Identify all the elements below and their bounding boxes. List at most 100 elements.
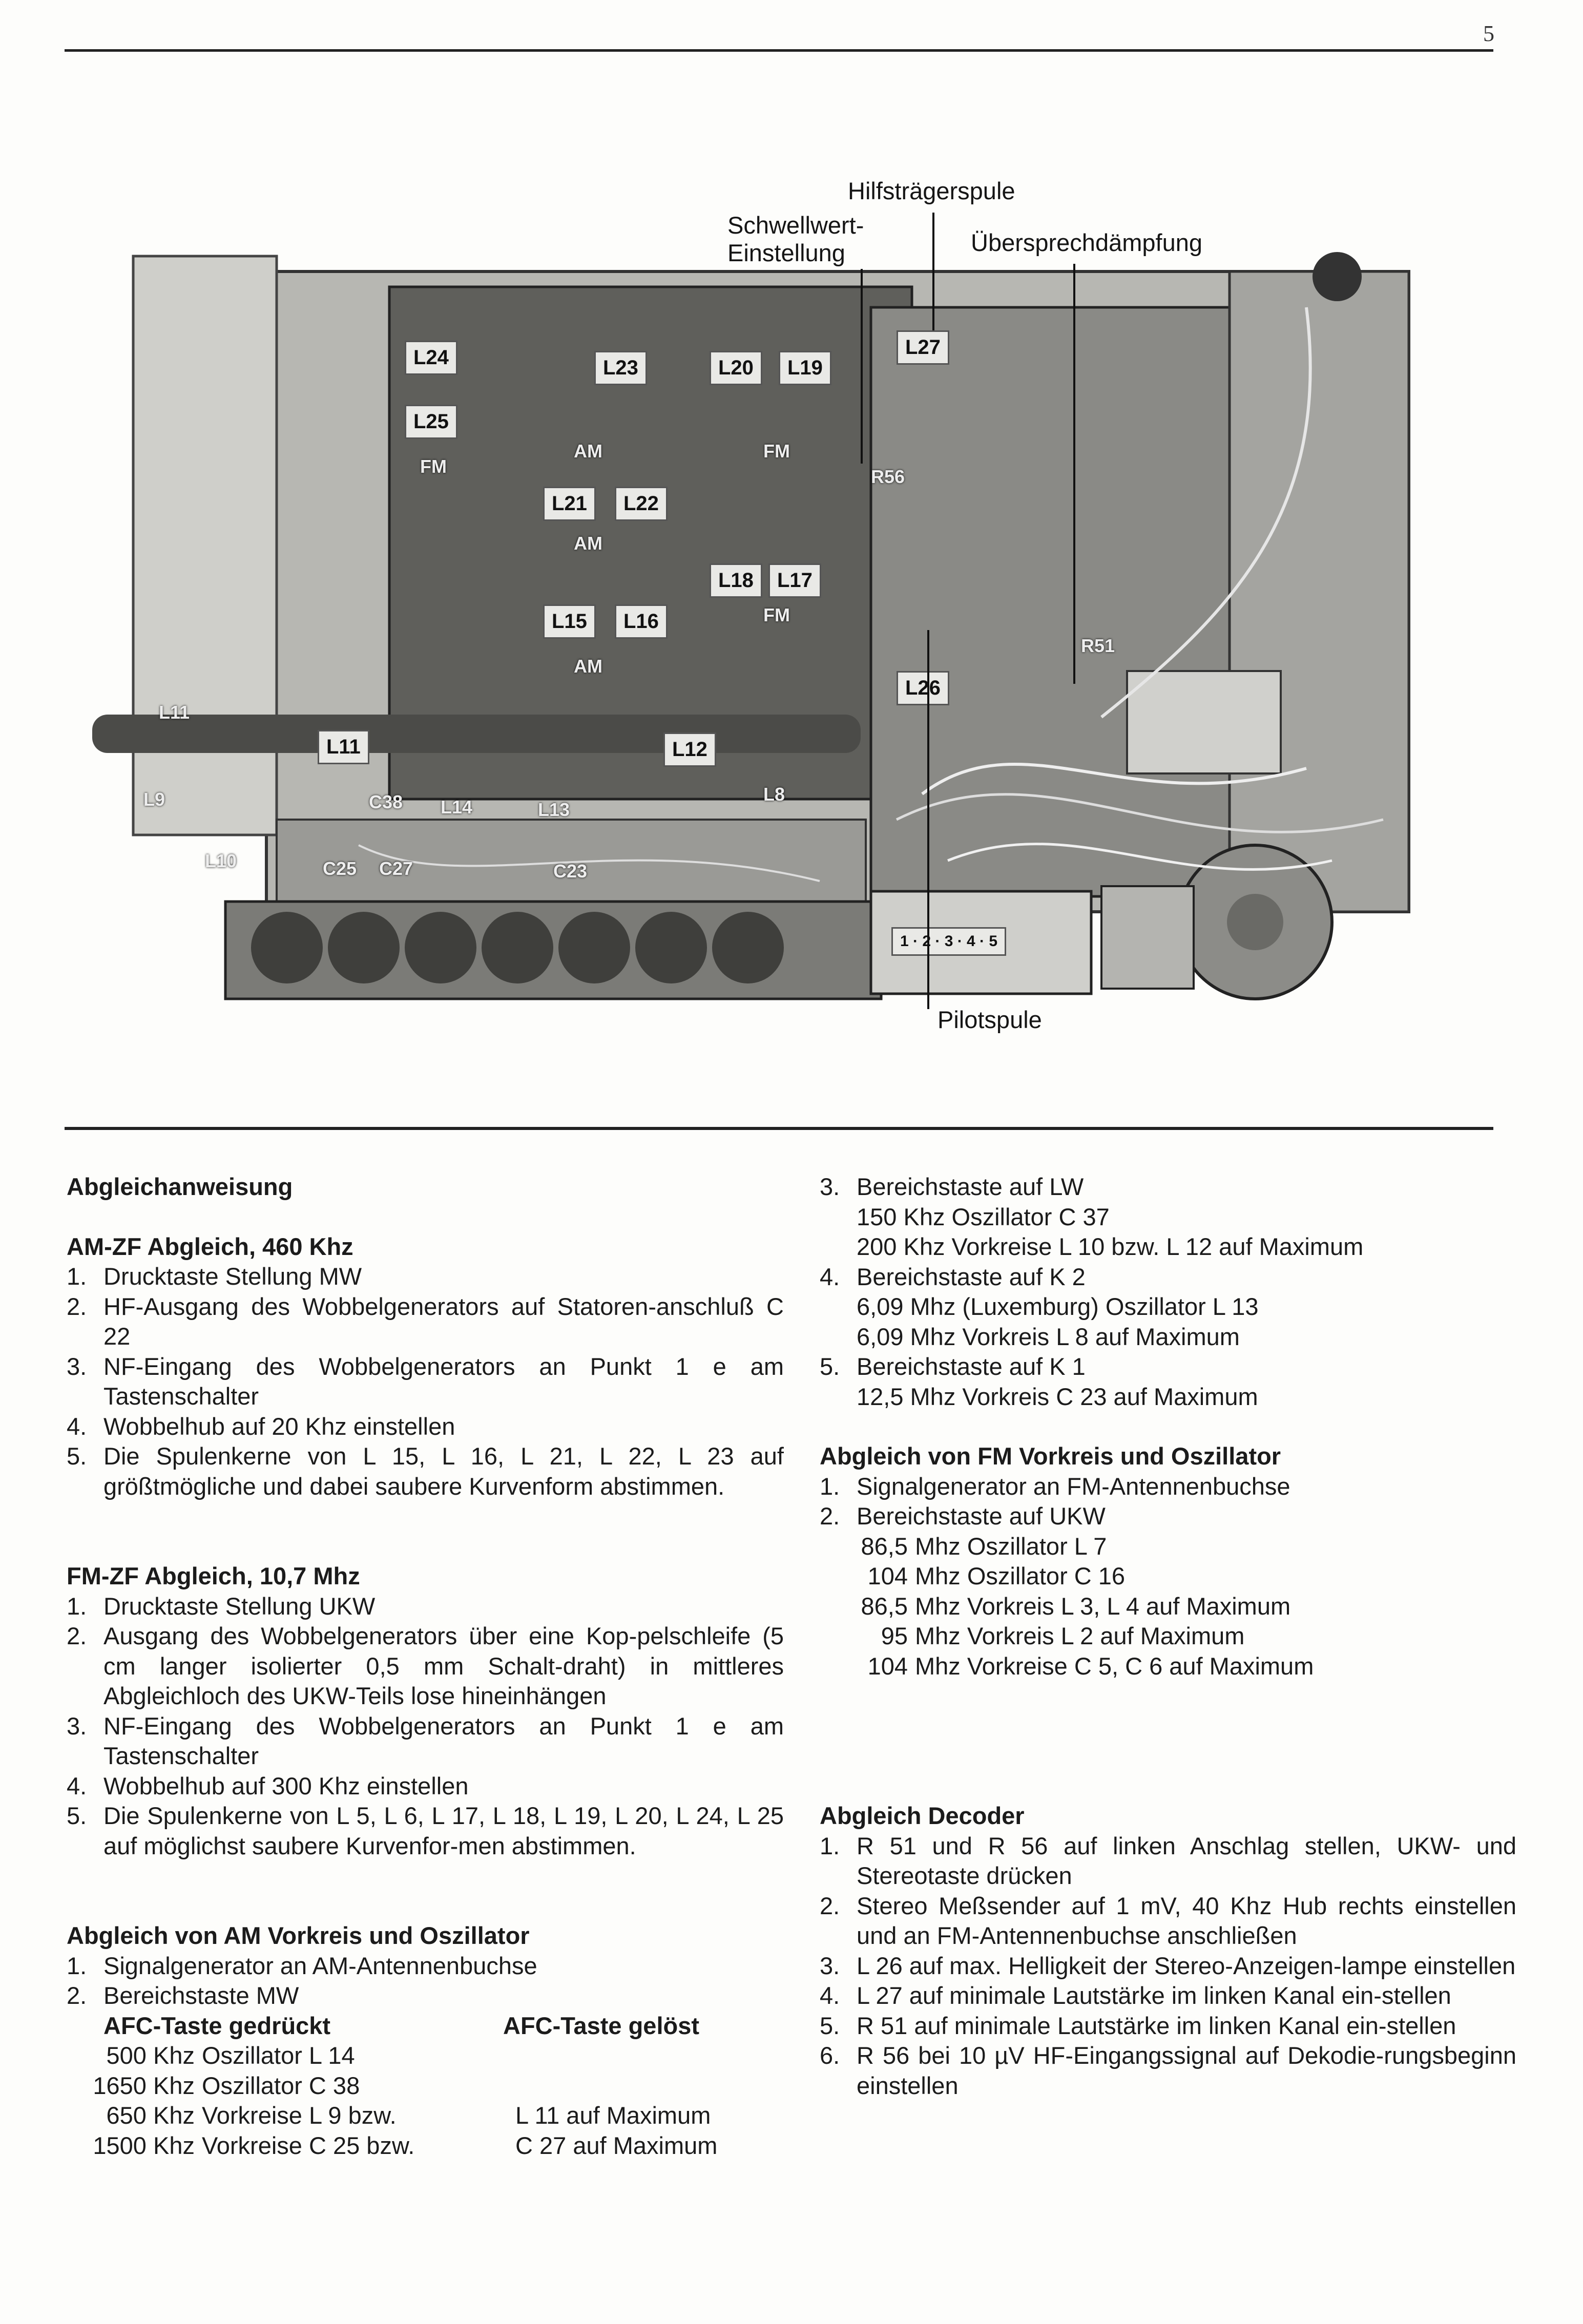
frequency: 650 Khz xyxy=(106,2102,195,2129)
list-item: 2. Bereichstaste MW xyxy=(67,1981,784,2011)
item-number: 3. xyxy=(67,1352,87,1380)
coil-label: L11 xyxy=(318,730,369,764)
list-item: 3.L 26 auf max. Helligkeit der Stereo-An… xyxy=(820,1951,1516,1981)
table-row: 104 Mhz Oszillator C 16 xyxy=(820,1561,1516,1592)
list-item: 5.Bereichstaste auf K 1 xyxy=(820,1352,1516,1382)
afc-header: AFC-Taste gedrückt AFC-Taste gelöst xyxy=(67,2011,784,2041)
callout-pilotspule: Pilotspule xyxy=(938,1006,1042,1033)
list-item: 1.R 51 und R 56 auf linken Anschlag stel… xyxy=(820,1831,1516,1891)
setting-alt: C 27 auf Maximum xyxy=(515,2131,718,2159)
item-text: L 26 auf max. Helligkeit der Stereo-Anze… xyxy=(857,1952,1516,1979)
item-text: L 27 auf minimale Lautstärke im linken K… xyxy=(857,1982,1451,2009)
sub-line: 150 Khz Oszillator C 37 xyxy=(857,1203,1110,1230)
board-mark: AM xyxy=(574,533,602,554)
chassis-photo: L24 L25 L23 L20 L19 L21 L22 L18 L17 L15 … xyxy=(51,154,1465,1014)
list-item: 2. Bereichstaste auf UKW xyxy=(820,1501,1516,1532)
item-text: R 51 auf minimale Lautstärke im linken K… xyxy=(857,2012,1456,2039)
item-number: 5. xyxy=(820,2012,840,2039)
item-text: Bereichstaste MW xyxy=(103,1982,299,2009)
frequency: 500 Khz xyxy=(106,2042,195,2069)
item-text: R 56 bei 10 µV HF-Eingangssignal auf Dek… xyxy=(857,2042,1516,2099)
item-number: 2. xyxy=(67,1982,87,2009)
list-item: 4. L 27 auf minimale Lautstärke im linken… xyxy=(820,1981,1516,2011)
am-zf-heading: AM-ZF Abgleich, 460 Khz xyxy=(67,1232,353,1260)
setting: Oszillator C 38 xyxy=(202,2071,360,2099)
frequency: 86,5 xyxy=(861,1532,908,1560)
list-item: 2.Ausgang des Wobbelgenerators über eine… xyxy=(67,1621,784,1711)
item-text: Drucktaste Stellung MW xyxy=(103,1263,362,1290)
section-title: Abgleichanweisung xyxy=(67,1173,293,1200)
item-text: Bereichstaste auf K 1 xyxy=(857,1353,1086,1380)
coil-label: L27 xyxy=(897,330,949,365)
list-item: 1.Drucktaste Stellung UKW xyxy=(67,1592,784,1622)
decoder-heading: Abgleich Decoder xyxy=(820,1802,1025,1829)
coil-label: L20 xyxy=(710,351,762,385)
item-number: 6. xyxy=(820,2042,840,2069)
leader-line-hilfstraeger xyxy=(932,213,934,330)
frequency: 86,5 xyxy=(861,1592,908,1620)
coil-label: L18 xyxy=(710,563,762,598)
leader-line-schwellwert xyxy=(861,269,863,464)
coil-label: L16 xyxy=(615,604,668,639)
list-item: 5. R 51 auf minimale Lautstärke im linken… xyxy=(820,2011,1516,2041)
item-text: Stereo Meßsender auf 1 mV, 40 Khz Hub re… xyxy=(857,1892,1516,1950)
setting: Mhz Vorkreis L 3, L 4 auf Maximum xyxy=(915,1592,1291,1620)
leader-line-uebersprech xyxy=(1073,264,1075,684)
sub-line: 12,5 Mhz Vorkreis C 23 auf Maximum xyxy=(857,1383,1258,1410)
afc-released-label: AFC-Taste gelöst xyxy=(503,2012,699,2039)
item-number: 1. xyxy=(67,1263,87,1290)
item-number: 2. xyxy=(820,1892,840,1919)
top-rule xyxy=(65,49,1493,52)
item-text: Bereichstaste auf K 2 xyxy=(857,1263,1086,1290)
coil-label: L13 xyxy=(538,799,570,820)
coil-label: C25 xyxy=(323,858,357,879)
item-number: 1. xyxy=(820,1832,840,1859)
sub-line: 200 Khz Vorkreise L 10 bzw. L 12 auf Max… xyxy=(857,1233,1364,1260)
item-text: Signalgenerator an FM-Antennenbuchse xyxy=(857,1472,1290,1500)
item-text: Signalgenerator an AM-Antennenbuchse xyxy=(103,1952,537,1979)
item-text: NF-Eingang des Wobbelgenerators an Punkt… xyxy=(103,1712,784,1770)
item-number: 3. xyxy=(820,1173,840,1200)
item-number: 2. xyxy=(820,1502,840,1530)
item-text: Wobbelhub auf 20 Khz einstellen xyxy=(103,1412,455,1440)
callout-hilfstraegerspule: Hilfsträgerspule xyxy=(848,177,1015,204)
frequency: 104 xyxy=(867,1652,908,1680)
coil-label: L21 xyxy=(543,487,596,521)
am-vorkreis-heading: Abgleich von AM Vorkreis und Oszillator xyxy=(67,1922,530,1949)
item-number: 1. xyxy=(67,1952,87,1979)
fm-zf-heading: FM-ZF Abgleich, 10,7 Mhz xyxy=(67,1562,360,1589)
scale-window: 1 · 2 · 3 · 4 · 5 xyxy=(891,927,1007,956)
item-text: Bereichstaste auf UKW xyxy=(857,1502,1106,1530)
callout-schwellwert-line2: Einstellung xyxy=(727,239,845,266)
item-text: Drucktaste Stellung UKW xyxy=(103,1592,376,1620)
list-item: 1. Drucktaste Stellung MW xyxy=(67,1262,784,1292)
list-item: 3. NF-Eingang des Wobbelgenerators an Pun… xyxy=(67,1352,784,1412)
item-number: 5. xyxy=(67,1442,87,1470)
coil-label: L23 xyxy=(594,351,647,385)
setting: Vorkreise C 25 bzw. xyxy=(202,2131,415,2159)
coil-label: L10 xyxy=(205,850,237,871)
list-item: 1.Signalgenerator an FM-Antennenbuchse xyxy=(820,1472,1516,1502)
sub-line: 6,09 Mhz (Luxemburg) Oszillator L 13 xyxy=(857,1293,1259,1320)
item-text: NF-Eingang des Wobbelgenerators an Punkt… xyxy=(103,1352,784,1410)
coil-label: L8 xyxy=(763,784,785,805)
item-number: 2. xyxy=(67,1292,87,1320)
frequency: 104 xyxy=(867,1562,908,1589)
leader-line-pilot xyxy=(927,630,929,1009)
fm-vorkreis-heading: Abgleich von FM Vorkreis und Oszillator xyxy=(820,1442,1281,1470)
board-mark: FM xyxy=(420,456,447,477)
setting: Mhz Oszillator C 16 xyxy=(915,1562,1126,1589)
list-item: 3.Bereichstaste auf LW xyxy=(820,1172,1516,1202)
right-column: 3.Bereichstaste auf LW 150 Khz Oszillato… xyxy=(820,1172,1516,2101)
item-number: 4. xyxy=(67,1412,87,1440)
coil-label: L9 xyxy=(143,789,165,810)
callout-uebersprechdaempfung: Übersprechdämpfung xyxy=(971,229,1202,256)
item-number: 4. xyxy=(820,1982,840,2009)
list-item: 5.Die Spulenkerne von L 5, L 6, L 17, L … xyxy=(67,1801,784,1861)
coil-label: C23 xyxy=(553,861,588,882)
list-item: 4. Wobbelhub auf 20 Khz einstellen xyxy=(67,1412,784,1442)
